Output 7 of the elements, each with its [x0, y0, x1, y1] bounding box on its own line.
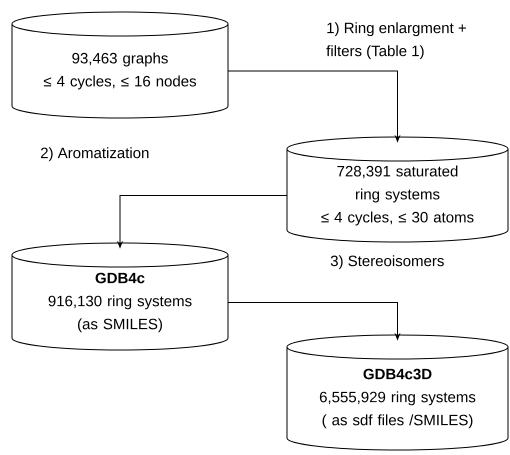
edge-label: 2) Aromatization: [40, 147, 148, 162]
database-cylinder: 93,463 graphs ≤ 4 cycles, ≤ 16 nodes: [12, 12, 228, 118]
edge-label: 3) Stereoisomers: [330, 255, 444, 270]
database-cylinder: GDB4c3D 6,555,929 ring systems ( as sdf files /SMILES): [286, 334, 508, 450]
database-cylinder: GDB4c 916,130 ring systems (as SMILES): [12, 242, 228, 350]
edge-label: 1) Ring enlargment + filters (Table 1): [326, 22, 466, 60]
database-cylinder: 728,391 saturated ring systems ≤ 4 cycles, ≤ 30 atoms: [286, 136, 508, 242]
